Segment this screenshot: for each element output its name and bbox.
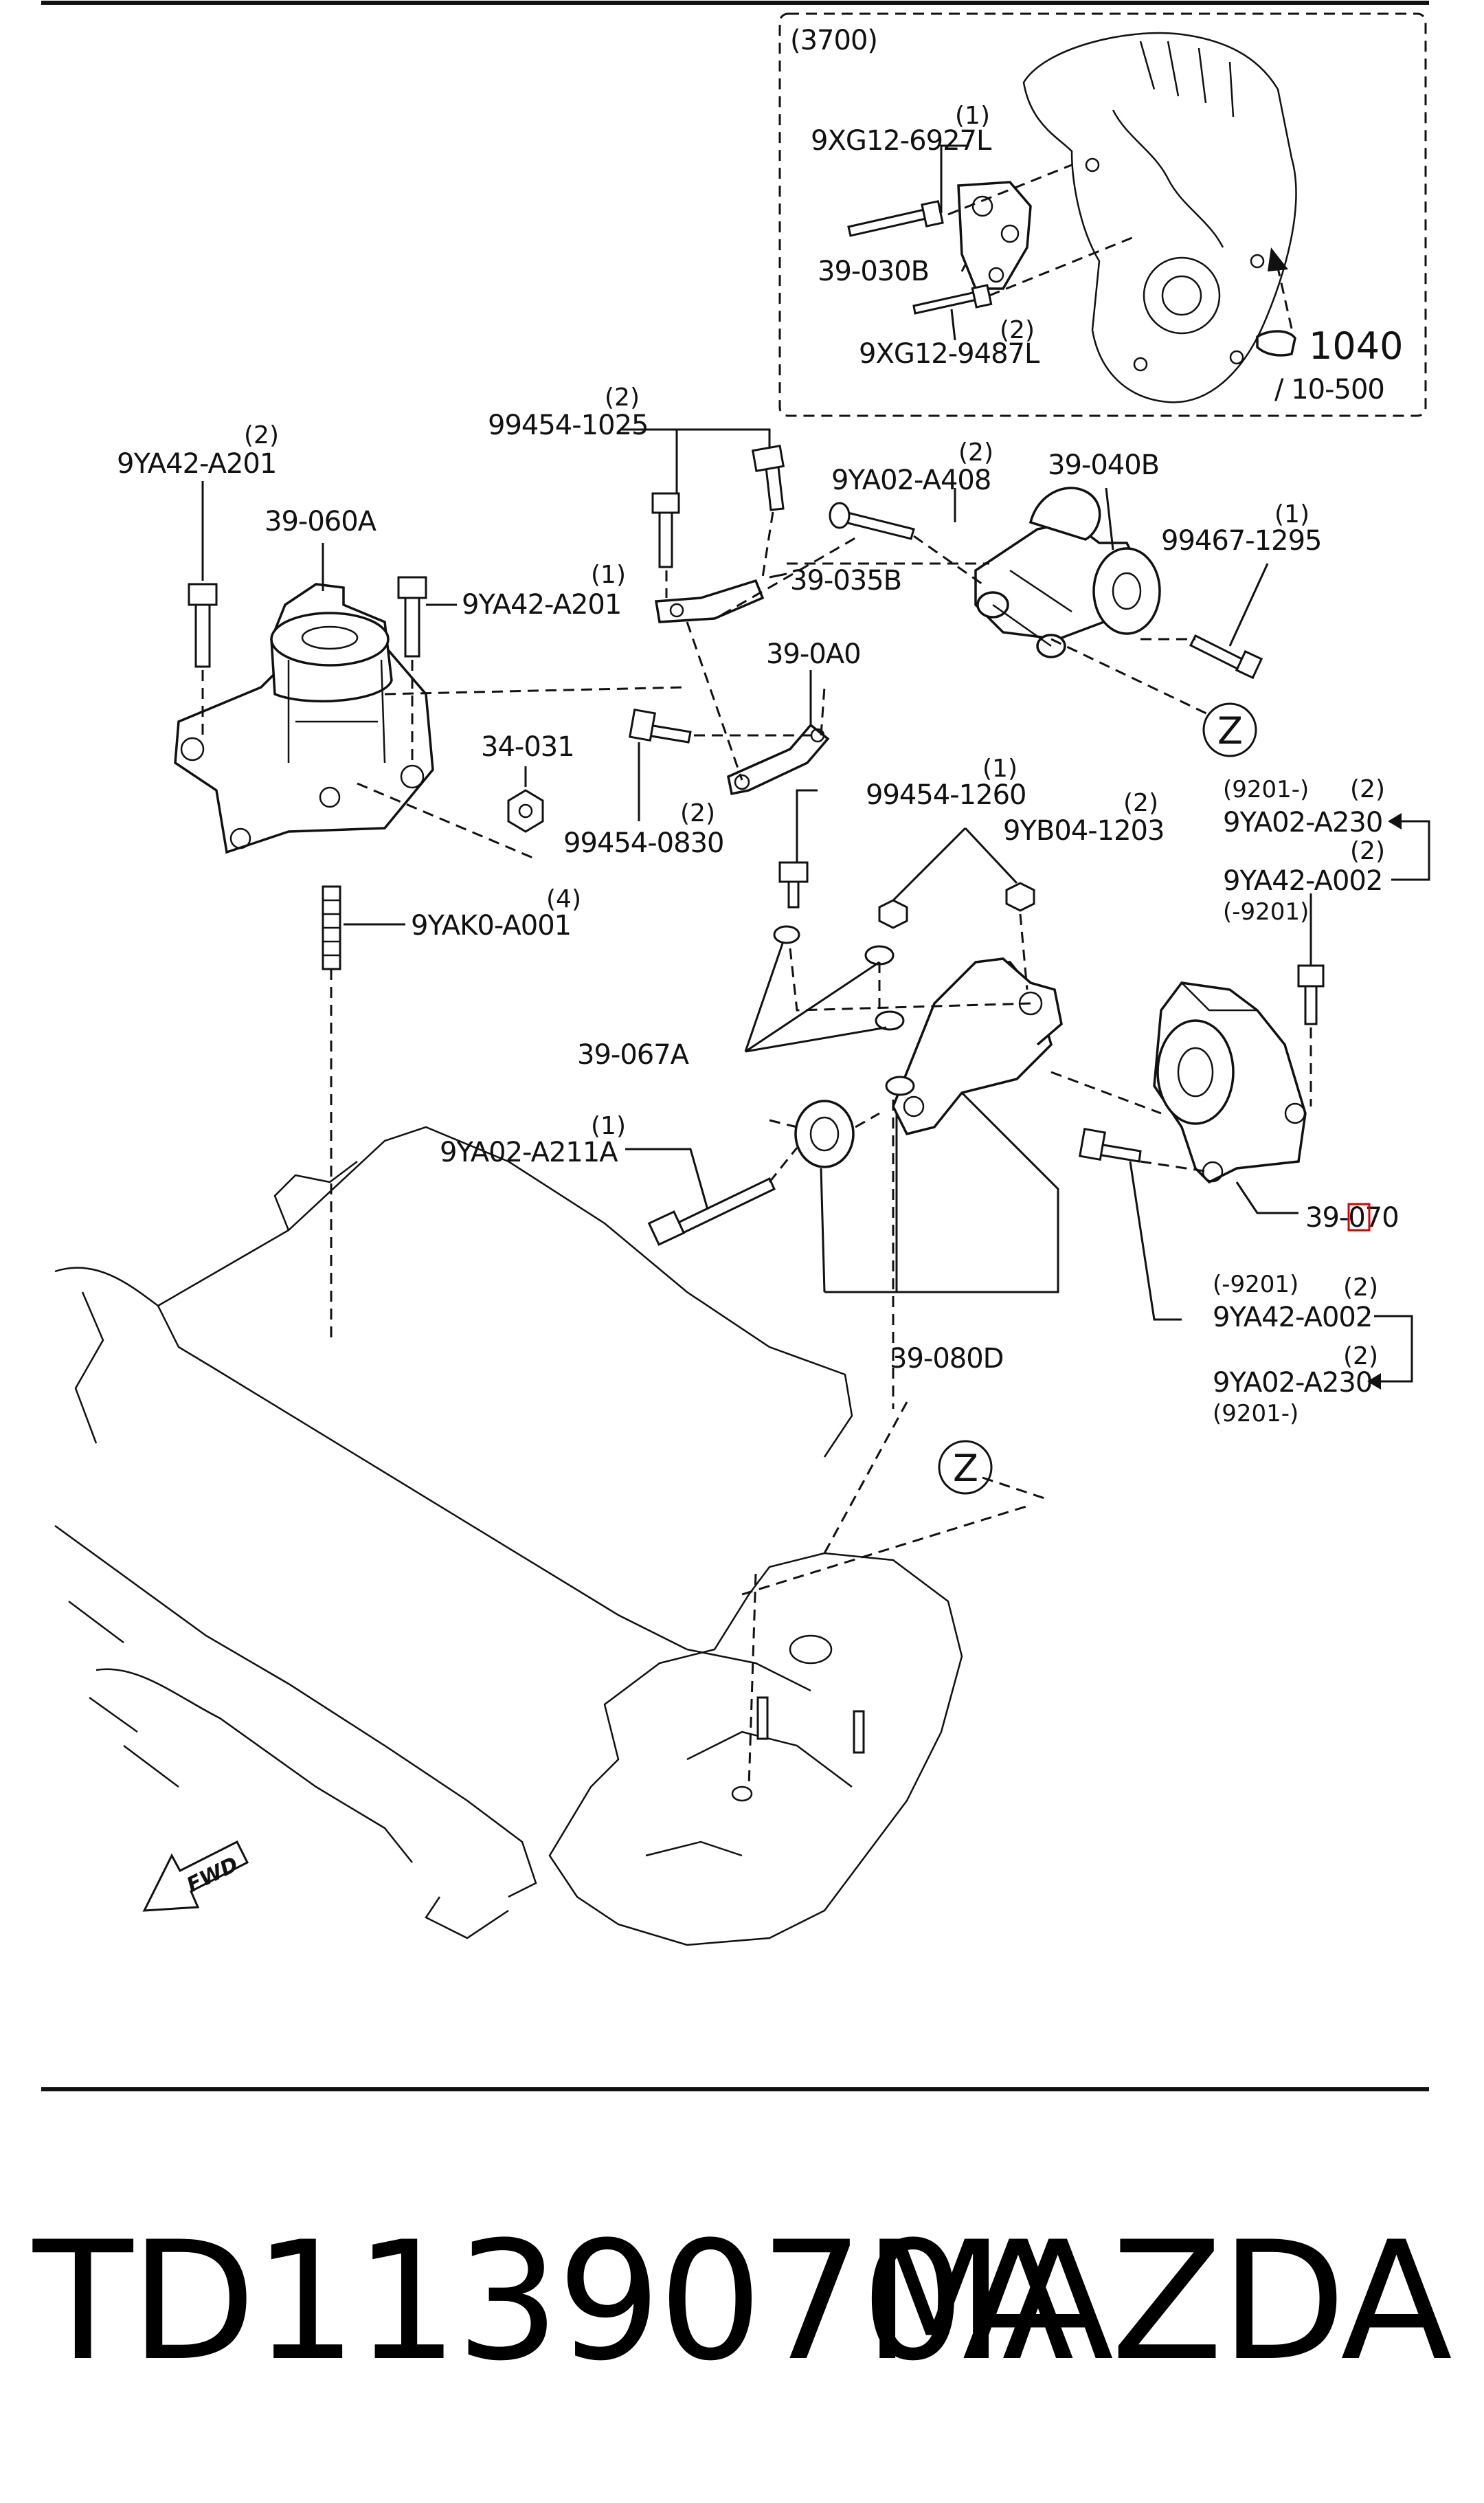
engine-mount-left: (2) 9YA42-A201 39-060A (1) 9YA42-A201 34… bbox=[117, 421, 688, 1340]
highlight-box bbox=[1347, 1203, 1371, 1232]
callout-part-c11: 99454-0830 bbox=[563, 827, 723, 859]
callout-note-c25: (9201-) bbox=[1213, 1400, 1298, 1427]
callout-part-c16: 99454-1260 bbox=[866, 779, 1026, 811]
callout-part-c21: 39-070 bbox=[1305, 1202, 1399, 1234]
callout-part-c13: 9YA02-A408 bbox=[831, 465, 991, 496]
caption-part-number: TD1139070A bbox=[33, 2207, 1074, 2397]
callout-qty-c3: (2) bbox=[1000, 316, 1035, 344]
callout-part-c25: 9YA02-A230 bbox=[1213, 1367, 1372, 1399]
callout-part-c2: 39-030B bbox=[818, 256, 929, 287]
callout-qty-c19: (1) bbox=[591, 1112, 626, 1140]
engine-block bbox=[54, 1126, 853, 1939]
transmission: Z bbox=[548, 1401, 1045, 1946]
connector-label-z-1: Z bbox=[1217, 709, 1243, 753]
callout-part-c3: 9XG12-9487L bbox=[859, 338, 1040, 370]
callout-qty-c1: (1) bbox=[955, 102, 990, 130]
callout-note-c24: (-9201) bbox=[1213, 1271, 1298, 1298]
fwd-arrow: FWD bbox=[142, 1840, 249, 1912]
connector-mark-z-2 bbox=[938, 1440, 993, 1495]
reference-number: 1040 bbox=[1309, 324, 1403, 368]
callout-part-c20: 39-080D bbox=[890, 1343, 1003, 1375]
callout-qty-c22: (2) bbox=[1350, 775, 1385, 803]
transmission-mount: (9201-) (2) 9YA02-A230 (2) 9YA42-A002 (-… bbox=[1050, 775, 1430, 1427]
callout-qty-c11: (2) bbox=[680, 799, 715, 827]
caption-brand: MAZDA bbox=[863, 2207, 1452, 2397]
callout-part-c9: 39-0A0 bbox=[766, 638, 861, 670]
callout-qty-c23: (2) bbox=[1350, 837, 1385, 865]
callout-part-c4: 99454-1025 bbox=[488, 410, 648, 441]
callout-part-c7: 9YA42-A201 bbox=[462, 589, 621, 621]
connector-mark-z-1 bbox=[1202, 702, 1257, 757]
callout-qty-c16: (1) bbox=[982, 755, 1018, 783]
callout-qty-c7: (1) bbox=[591, 561, 626, 589]
callout-qty-c5: (2) bbox=[244, 421, 279, 449]
reference-page: / 10-500 bbox=[1274, 374, 1384, 405]
fwd-arrow-label: FWD bbox=[183, 1852, 242, 1898]
callout-part-c12: 9YAK0-A001 bbox=[411, 910, 571, 942]
callout-part-c1: 9XG12-6927L bbox=[811, 125, 992, 157]
detail-box: (3700) (1) 9XG12-6927L 39-030B bbox=[778, 12, 1427, 417]
callout-part-c19: 9YA02-A211A bbox=[440, 1137, 618, 1168]
callout-part-c6: 39-060A bbox=[265, 506, 377, 537]
callout-qty-c15: (1) bbox=[1274, 500, 1309, 529]
callout-part-c8: 39-035B bbox=[790, 565, 901, 597]
callout-qty-c13: (2) bbox=[958, 438, 993, 467]
callout-note-c22: (9201-) bbox=[1223, 776, 1309, 803]
callout-qty-c24: (2) bbox=[1343, 1273, 1378, 1302]
callout-qty-c4: (2) bbox=[605, 383, 640, 412]
callout-part-c14: 39-040B bbox=[1048, 449, 1159, 481]
connector-label-z-2: Z bbox=[953, 1447, 978, 1490]
engine-mount-right: (2) 9YA02-A408 39-040B (1) 99467-1295 Z bbox=[787, 438, 1322, 757]
callout-note-c23: (-9201) bbox=[1223, 898, 1309, 926]
callout-qty-c25: (2) bbox=[1343, 1342, 1378, 1370]
callout-part-c17: 9YB04-1203 bbox=[1003, 815, 1164, 847]
callout-part-c15: 99467-1295 bbox=[1161, 525, 1321, 557]
callout-part-c18: 39-067A bbox=[577, 1039, 690, 1071]
callout-part-c23: 9YA42-A002 bbox=[1223, 865, 1382, 897]
callout-qty-c12: (4) bbox=[546, 885, 581, 913]
transmission-bracket: (1) 99454-1260 (2) 9YB04-1203 39-067A (1… bbox=[440, 755, 1165, 1409]
center-brackets: (2) 99454-1025 39-035B 39-0A0 (2) 99454-… bbox=[488, 383, 902, 859]
detail-box-title: (3700) bbox=[790, 25, 877, 56]
callout-part-c24: 9YA42-A002 bbox=[1213, 1302, 1372, 1333]
callout-part-c5: 9YA42-A201 bbox=[117, 448, 276, 480]
callout-part-c10: 34-031 bbox=[481, 731, 574, 763]
callout-qty-c17: (2) bbox=[1123, 789, 1158, 817]
callout-part-c22: 9YA02-A230 bbox=[1223, 807, 1382, 838]
